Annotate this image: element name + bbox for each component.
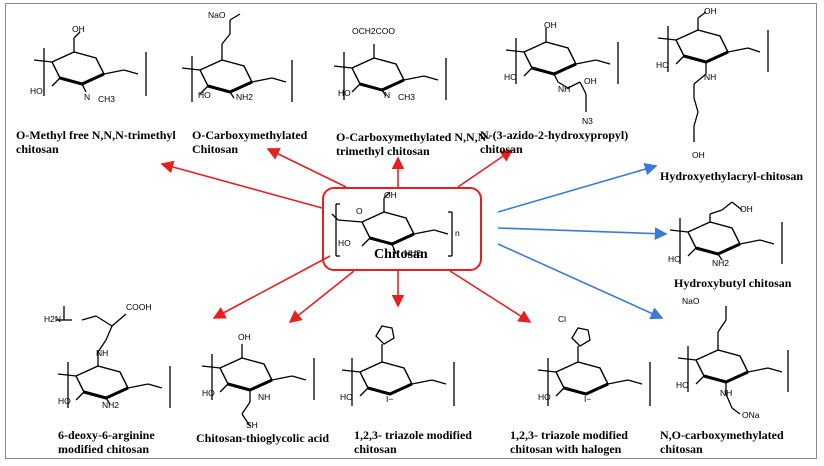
arrow-arginine [212,255,331,319]
arrow-no-carboxymethylated [497,243,664,320]
atom-ho-9: HO [340,392,353,402]
arrow-triazole-halogen [449,270,532,323]
atom-oh-6: OH [740,204,753,214]
atom-oh-5b: OH [692,150,705,160]
atom-ho-6: HO [668,254,681,264]
atom-i-9: I− [386,394,393,404]
atom-oh-1: OH [72,24,85,34]
atom-o-center: O [356,206,363,216]
structure-o-carboxymethylated [181,13,293,102]
arrow-o-methyl [160,160,323,209]
atom-i-8: I− [584,394,591,404]
atom-ho-11: HO [58,396,71,406]
structure-chitosan [331,191,453,257]
atom-nh-5: NH [704,72,716,82]
atom-oh-center: OH [384,190,397,200]
label-triazole: 1,2,3- triazole modified chitosan [354,428,472,456]
arrow-thioglycolic [288,270,355,323]
atom-ho-8: HO [538,392,551,402]
atom-ho-4: HO [504,72,517,82]
blue-arrows [497,162,668,320]
atom-n-plus-3: N [384,90,390,100]
atom-ho-10: HO [202,388,215,398]
structure-thioglycolic [201,344,315,427]
structure-hydroxybutyl [669,201,783,264]
atom-nao-2: NaO [208,10,226,20]
label-azido-hydroxypropyl: N-(3-azido-2-hydroxypropyl) chitosan [480,128,629,156]
arrow-azido [457,149,514,188]
atom-nh2-2: NH2 [236,92,253,102]
arrow-hydroxybutyl [497,227,668,240]
arrow-hydroxyethylacryl [497,162,658,213]
atom-nh-4: NH [558,84,570,94]
atom-nh-7: NH [720,388,732,398]
atom-oh-4: OH [544,20,557,30]
atom-n-plus-1: N [84,92,90,102]
atom-ch3-1: CH3 [98,94,115,104]
atom-h2n-11: H2N [44,314,61,324]
atom-ho-5: HO [656,60,669,70]
atom-ho-7: HO [676,380,689,390]
structure-arginine [56,306,171,408]
atom-ho-2: HO [198,90,211,100]
figure-frame [5,3,817,459]
label-o-carboxymethylated: O-Carboxymethylated Chitosan [192,128,308,156]
atom-nh2-center: NH2 [404,248,421,258]
atom-ho-1: HO [30,86,43,96]
atom-oh-5: OH [704,6,717,16]
atom-oh-10: OH [238,332,251,342]
structure-hydroxyethylacryl [657,11,769,142]
atom-nh2-11: NH2 [102,400,119,410]
label-o-methyl-free: O-Methyl free N,N,N-trimethyl chitosan [16,128,176,156]
label-o-cm-trimethyl: O-Carboxymethylated N,N,N- trimethyl chi… [336,130,491,158]
chitosan-hub-box [322,187,482,271]
structure-o-cm-trimethyl [333,44,447,100]
atom-ho-center: HO [338,238,351,248]
atom-nh-11: NH [96,348,108,358]
atom-nh2-6: NH2 [712,258,729,268]
atom-ona-7: ONa [742,410,760,420]
atom-n-center: n [455,228,460,238]
label-hydroxyethylacryl: Hydroxyethylacryl-chitosan [660,169,804,183]
label-thioglycolic: Chitosan-thioglycolic acid [196,431,330,445]
atom-nao-7: NaO [682,296,700,306]
atom-cl-8: Cl [558,314,566,324]
atom-nh-10: NH [258,392,270,402]
atom-oh-4b: OH [584,76,597,86]
structure-o-methyl-free [33,31,147,96]
structure-triazole [341,325,455,406]
label-arginine: 6-deoxy-6-arginine modified chitosan [58,428,155,456]
label-no-carboxymethylated: N,O-carboxymethylated chitosan [660,428,784,456]
label-triazole-halogen: 1,2,3- triazole modified chitosan with h… [510,428,628,456]
atom-ch3-3: CH3 [398,92,415,102]
atom-n3-4: N3 [582,116,593,126]
structure-azido-hydroxypropyl [505,28,619,112]
structure-triazole-halogen [537,327,651,406]
structure-no-carboxymethylated [677,306,789,415]
red-arrows [160,148,532,323]
label-hydroxybutyl: Hydroxybutyl chitosan [674,276,792,290]
atom-cooh-11: COOH [126,302,152,312]
arrow-o-carboxymethylated [266,148,347,188]
center-label: Chitosan [374,247,428,262]
atom-ocooh-3: OCH2COO [352,26,395,36]
atom-ho-3: HO [338,88,351,98]
atom-sh-10: SH [246,420,258,430]
